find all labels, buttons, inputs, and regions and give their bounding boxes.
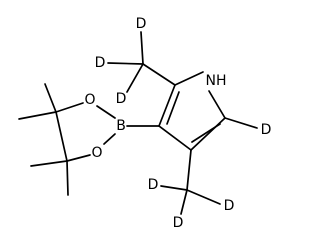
bond-c5-c4-single [190,117,226,151]
bond-c4-c3 [158,125,192,151]
bond-group [18,31,258,215]
bond-c3-c2-single [158,84,176,127]
atom-label-deuterium: D [224,198,235,214]
bond-c2-n1 [174,71,204,86]
atom-label-deuterium: D [173,215,184,231]
atom-label-deuterium: D [116,91,127,107]
atom-label-group: NH B O O D D D D D D D [84,16,271,231]
bond-o-bottom-c [66,154,91,162]
bond-methyl-bottom-d3 [180,189,188,215]
bond-pinacol-methyl-4 [66,160,69,196]
bond-methyl-bottom-d1 [160,185,188,191]
atom-label-nh: NH [206,73,227,89]
atom-label-deuterium: D [95,55,106,71]
bond-c3-c2-double [166,91,180,125]
bond-c5-c4-double [191,123,221,143]
bond-b-o-bottom [103,133,116,145]
atom-label-deuterium: D [148,177,159,193]
bond-n1-c5 [208,90,226,119]
bond-methyl-bottom-d2 [186,189,221,205]
bond-pinacol-methyl-2 [18,111,57,120]
bond-c-c-pinacol [55,111,68,162]
atom-label-oxygen-bottom: O [91,145,102,161]
atom-label-oxygen-top: O [84,92,95,108]
bond-c4-methyl-bottom [186,149,192,191]
bond-methyl-top-d2 [107,62,144,65]
bond-c5-d [224,117,258,129]
bond-methyl-top-d1 [140,31,144,65]
bond-c2-methyl-top [142,63,176,86]
chemical-structure-diagram: NH B O O D D D D D D D [18,16,271,231]
bond-pinacol-methyl-3 [30,160,68,167]
bond-o-top-c [55,102,84,113]
atom-label-deuterium: D [136,16,147,32]
atom-label-boron: B [116,118,126,134]
atom-label-deuterium: D [261,122,272,138]
bond-pinacol-methyl-1 [44,83,57,113]
bond-methyl-top-d3 [126,63,144,93]
bond-b-o-top [96,105,116,119]
